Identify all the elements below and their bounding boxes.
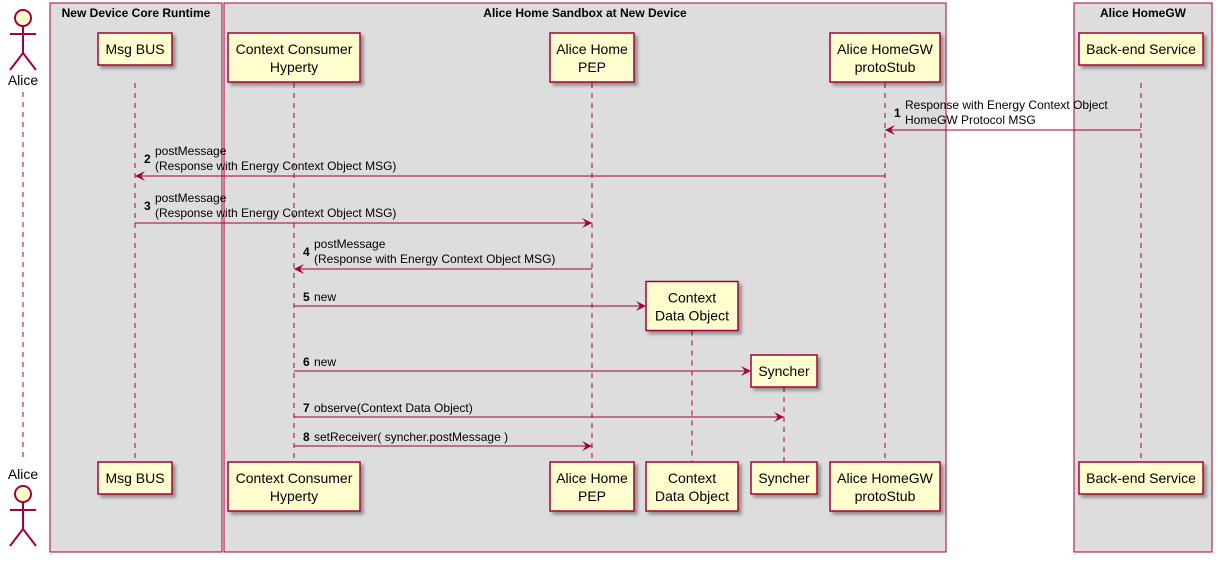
message-label: observe(Context Data Object): [314, 401, 473, 415]
actor-leg-left: [9, 52, 24, 71]
message-3: 3 postMessage(Response with Energy Contex…: [135, 191, 592, 228]
participant-box: [1078, 32, 1204, 66]
participant-label: PEP: [578, 488, 606, 504]
message-number: 3: [144, 199, 151, 213]
actor-label: Alice: [8, 466, 39, 482]
actor-head: [14, 9, 32, 27]
participant-box: [645, 461, 739, 512]
participant-label: Back-end Service: [1086, 470, 1196, 486]
participant-box: [549, 461, 635, 512]
message-label: (Response with Energy Context Object MSG…: [155, 159, 396, 173]
message-number: 7: [303, 401, 310, 415]
participant-label: Syncher: [758, 363, 810, 379]
message-label: (Response with Energy Context Object MSG…: [314, 252, 555, 266]
participant-backend-top: Back-end Service: [1078, 32, 1204, 66]
participant-label: Hyperty: [270, 59, 318, 75]
message-label: Response with Energy Context Object: [905, 98, 1108, 112]
participant-syncher-bottom: Syncher: [750, 461, 818, 495]
participant-label: Back-end Service: [1086, 41, 1196, 57]
participant-label: Context Consumer: [236, 470, 353, 486]
participant-syncher-top: Syncher: [750, 354, 818, 388]
participant-label: Data Object: [655, 308, 729, 324]
message-label: HomeGW Protocol MSG: [905, 113, 1036, 127]
group-box-homegw: [1073, 2, 1213, 553]
actor-head: [14, 485, 32, 503]
participant-box: [227, 32, 361, 83]
participant-box: [1078, 461, 1204, 495]
message-number: 1: [894, 106, 901, 120]
participant-msgbus-top: Msg BUS: [97, 32, 173, 66]
participant-box: [645, 280, 739, 332]
message-1: 1 Response with Energy Context Object Hom…: [885, 98, 1141, 135]
participant-box: [829, 32, 941, 83]
message-8: 8 setReceiver( syncher.postMessage ): [294, 430, 592, 451]
participant-backend-bottom: Back-end Service: [1078, 461, 1204, 495]
participant-label: PEP: [578, 59, 606, 75]
participant-label: Context: [668, 290, 716, 306]
participant-label: Context Consumer: [236, 41, 353, 57]
message-5: 5 new: [294, 290, 646, 311]
actor-top: [9, 9, 37, 71]
participant-label: Context: [668, 470, 716, 486]
message-2: 2 postMessage(Response with Energy Contex…: [135, 144, 885, 181]
message-number: 4: [303, 245, 310, 259]
message-label: postMessage: [155, 191, 227, 205]
group-box-runtime: [49, 2, 223, 553]
group-box-sandbox: [223, 2, 947, 553]
message-number: 5: [303, 290, 310, 304]
actor-leg-right: [22, 52, 37, 71]
message-label: postMessage: [155, 144, 227, 158]
message-label: new: [314, 355, 336, 369]
participant-box: [97, 461, 173, 495]
participant-protostub-bottom: Alice HomeGW protoStub: [829, 461, 941, 512]
group-box-title: Alice Home Sandbox at New Device: [483, 6, 687, 20]
actor-leg-right: [22, 528, 37, 547]
message-7: 7 observe(Context Data Object): [294, 401, 784, 422]
participant-label: Hyperty: [270, 488, 318, 504]
participant-label: Alice HomeGW: [837, 41, 933, 57]
participant-label: protoStub: [855, 59, 916, 75]
participant-label: Alice Home: [556, 41, 628, 57]
message-label: (Response with Energy Context Object MSG…: [155, 206, 396, 220]
participant-box: [750, 461, 818, 495]
participant-box: [549, 32, 635, 83]
actor-bottom: [9, 485, 37, 547]
participant-label: Alice Home: [556, 470, 628, 486]
participant-box: [227, 461, 361, 512]
participant-label: Msg BUS: [105, 41, 164, 57]
participant-label: Alice HomeGW: [837, 470, 933, 486]
group-box-title: New Device Core Runtime: [62, 6, 211, 20]
participant-box: [750, 354, 818, 388]
participant-label: Data Object: [655, 488, 729, 504]
message-label: setReceiver( syncher.postMessage ): [314, 430, 508, 444]
message-label: new: [314, 290, 336, 304]
participant-box: [829, 461, 941, 512]
actor-label: Alice: [8, 72, 39, 88]
participant-label: Syncher: [758, 470, 810, 486]
message-number: 2: [144, 152, 151, 166]
participant-label: protoStub: [855, 488, 916, 504]
message-4: 4 postMessage(Response with Energy Contex…: [294, 237, 592, 274]
participant-msgbus-bottom: Msg BUS: [97, 461, 173, 495]
message-number: 6: [303, 355, 310, 369]
participant-label: Msg BUS: [105, 470, 164, 486]
participant-box: [97, 32, 173, 66]
message-label: postMessage: [314, 237, 386, 251]
group-box-title: Alice HomeGW: [1100, 6, 1187, 20]
participant-protostub-top: Alice HomeGW protoStub: [829, 32, 941, 83]
message-6: 6 new: [294, 355, 751, 376]
actor-leg-left: [9, 528, 24, 547]
message-number: 8: [303, 430, 310, 444]
